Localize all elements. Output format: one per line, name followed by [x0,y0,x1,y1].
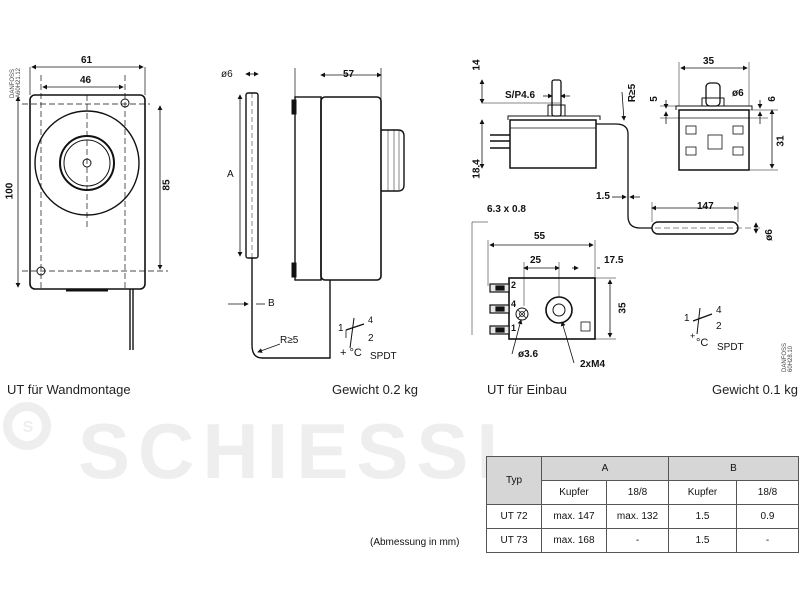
dim-85: 85 [161,179,173,191]
dim-25: 25 [530,255,542,266]
th-A-18-8: 18/8 [606,480,669,505]
insert-front-view [660,62,778,171]
caption-weight-wall: Gewicht 0.2 kg [332,382,418,397]
caption-insert: UT für Einbau [487,382,567,397]
dim-100: 100 [4,182,16,200]
dim-diameter-6-top: ø6 [732,88,744,99]
spdt-symbol-right [692,307,713,335]
dim-6: 6 [766,96,778,102]
dim-5: 5 [648,96,660,102]
spec-table: Typ A B Kupfer 18/8 Kupfer 18/8 UT 72 ma… [486,456,799,553]
wall-mount-front-view [15,64,168,350]
spdt-terminal-1: 1 [338,323,344,334]
unit-note: (Abmessung in mm) [370,537,460,548]
th-A-kupfer: Kupfer [541,480,607,505]
cell-a-st: max. 132 [606,504,669,529]
th-A: A [541,456,669,481]
dim-35-side: 35 [617,302,629,314]
table-row: UT 72 max. 147 max. 132 1.5 0.9 [486,504,799,529]
dim-57: 57 [343,69,355,80]
insert-terminal-view [471,221,616,364]
cell-b-cu: 1.5 [668,528,737,553]
svg-text:S: S [23,419,34,436]
terminal-2: 2 [511,280,517,290]
dim-bend-radius-insert: R≥5 [627,83,639,103]
drawing-note-right: DANFOSS 60H28.10 [782,342,794,372]
spdt-right-terminal-1: 1 [684,313,690,324]
spdt-right-terminal-2: 2 [716,321,722,332]
cell-typ: UT 72 [486,504,542,529]
th-B: B [668,456,799,481]
side-view [228,68,405,359]
spdt-right-temp: °C [696,337,709,349]
dim-14: 14 [471,59,483,71]
schiessl-watermark: S SCHIESSL [3,402,532,488]
insert-side-view [479,79,760,235]
cell-a-cu: max. 168 [541,528,607,553]
cell-a-cu: max. 147 [541,504,607,529]
spdt-terminal-2: 2 [368,333,374,344]
spdt-right-terminal-4: 4 [716,305,722,316]
dim-A: A [227,169,234,180]
dim-31: 31 [775,135,787,147]
th-typ: Typ [486,456,542,505]
drawing-note-left: DANFOSS A60H21.12 [10,67,22,98]
dim-B: B [268,298,275,309]
terminal-1: 1 [511,323,517,333]
spdt-temp-label: + °C [340,347,362,359]
cell-b-st: 0.9 [736,504,799,529]
caption-weight-insert: Gewicht 0.1 kg [712,382,798,397]
dim-55: 55 [534,231,546,242]
dim-2xM4: 2xM4 [580,359,606,370]
dim-diameter-6-bulb: ø6 [763,229,775,241]
dim-61: 61 [81,55,93,66]
dim-diameter-3-6: ø3.6 [518,349,539,360]
cell-b-st: - [736,528,799,553]
dim-18-4: 18.4 [471,159,483,179]
spdt-label-right: SPDT [717,342,744,353]
dim-147: 147 [697,201,714,212]
spdt-terminal-4: 4 [368,315,374,325]
dim-tab-size: 6.3 x 0.8 [487,204,526,215]
terminal-4: 4 [511,299,517,309]
cell-typ: UT 73 [486,528,542,553]
dim-1-5: 1.5 [596,191,610,202]
watermark-text: SCHIESSL [78,407,532,488]
cell-a-st: - [606,528,669,553]
dim-46: 46 [80,75,92,86]
dim-17-5: 17.5 [604,255,624,266]
table-row: UT 73 max. 168 - 1.5 - [486,528,799,553]
dim-diameter-6: ø6 [221,69,233,80]
cell-b-cu: 1.5 [668,504,737,529]
th-B-18-8: 18/8 [736,480,799,505]
spdt-symbol-left [345,317,365,349]
spdt-right-plus: + [690,331,696,341]
th-B-kupfer: Kupfer [668,480,737,505]
dim-shaft-sp: S/P4.6 [505,90,536,101]
dim-35-top: 35 [703,56,715,67]
spdt-label-left: SPDT [370,351,397,362]
dim-bend-radius: R≥5 [280,335,299,346]
caption-wall-mount: UT für Wandmontage [7,382,131,397]
